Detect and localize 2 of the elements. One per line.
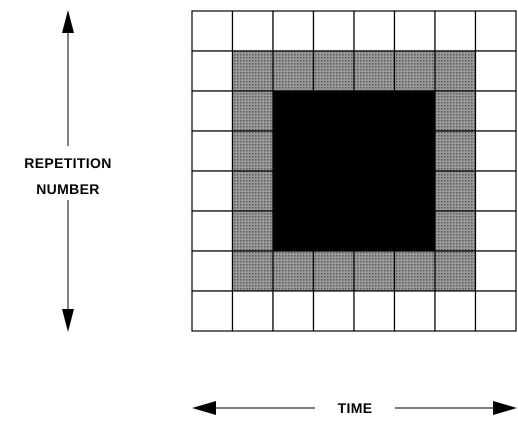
axis-label: TIME <box>336 399 374 417</box>
axis-label: REPETITION NUMBER <box>23 154 113 199</box>
